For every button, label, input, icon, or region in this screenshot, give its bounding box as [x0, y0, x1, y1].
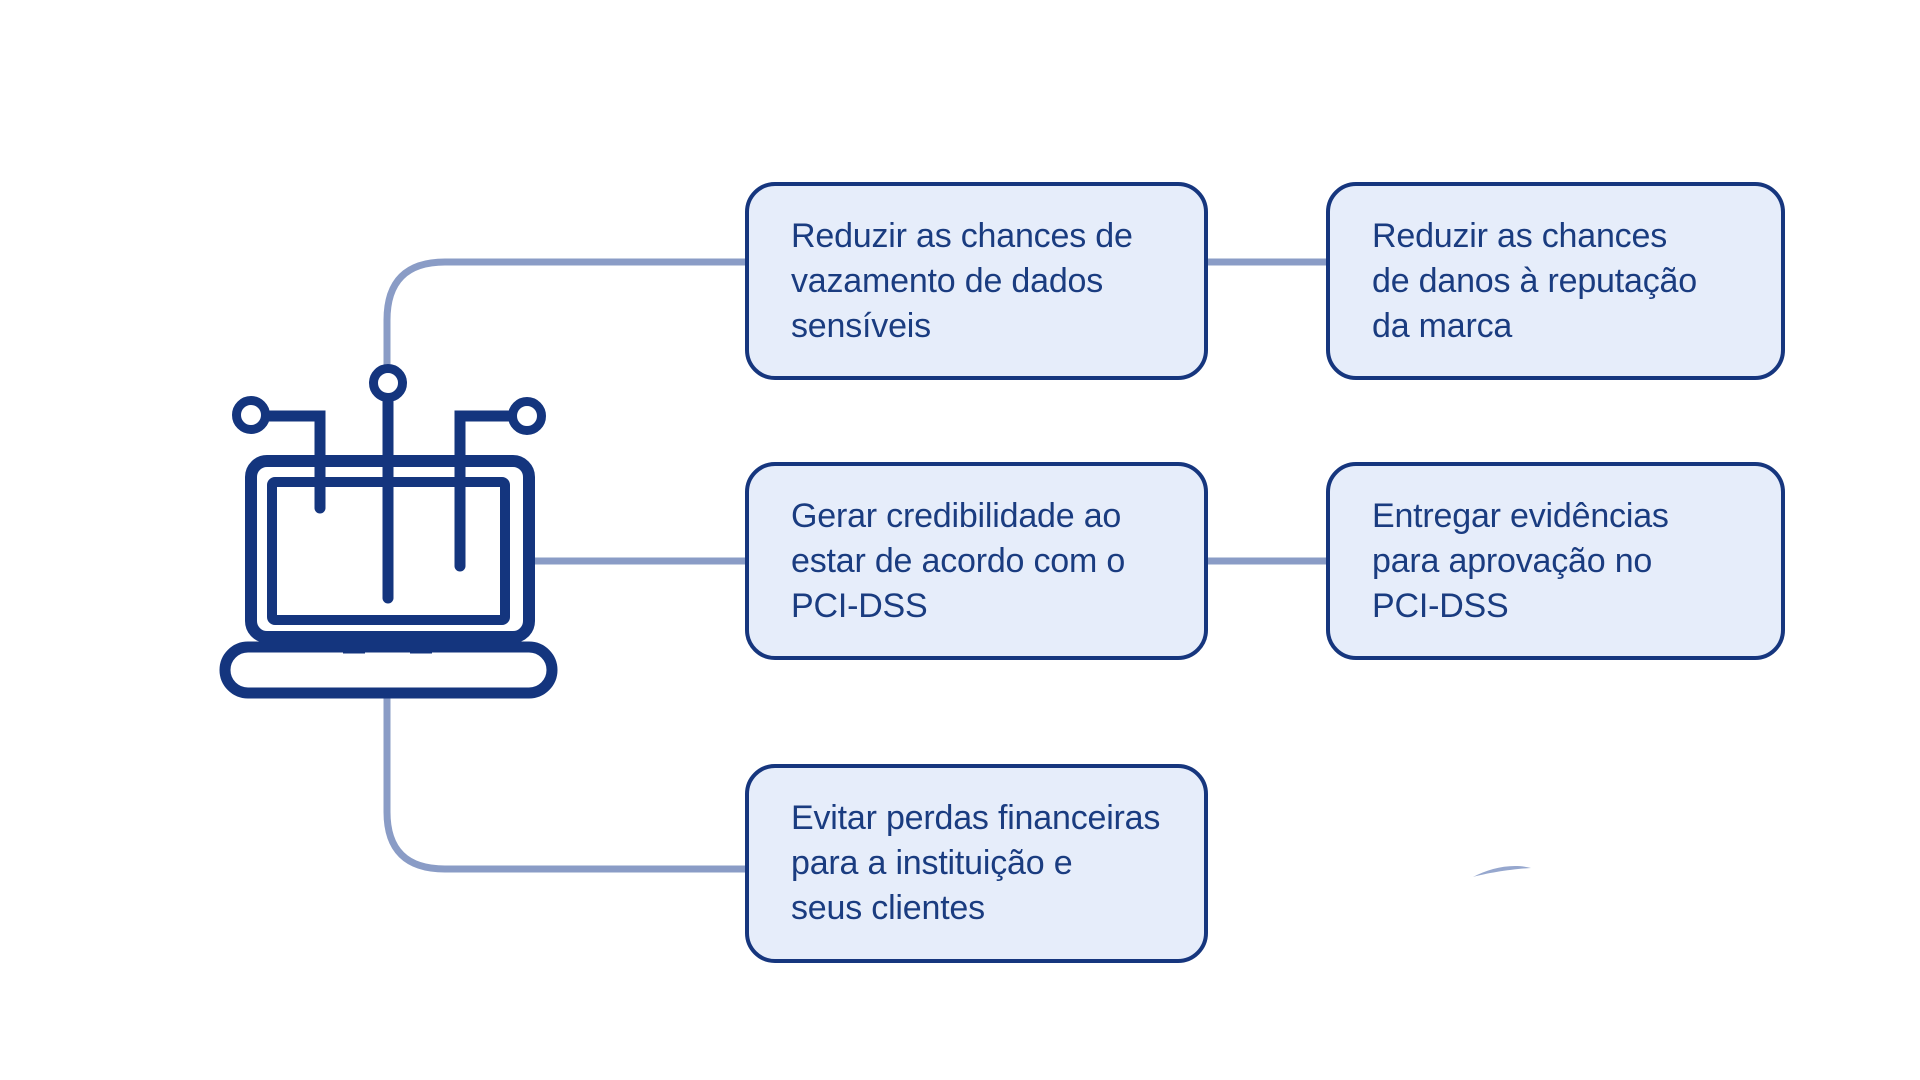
benefit-box-evitar-perdas: Evitar perdas financeiras para a institu… [745, 764, 1208, 963]
connector-laptop-to-box3 [383, 692, 747, 873]
benefit-box-entregar-evidencias: Entregar evidências para aprovação no PC… [1326, 462, 1785, 660]
connector-lines [383, 258, 1328, 873]
box-text-line: vazamento de dados [791, 261, 1104, 300]
box-text-line: seus clientes [791, 889, 985, 927]
box-text-line: PCI-DSS [1372, 586, 1509, 625]
laptop-base [219, 641, 558, 699]
circuit-branch-right [454, 410, 518, 572]
box-text-line: da marca [1372, 306, 1513, 345]
circuit-node-center [369, 364, 407, 402]
benefit-box-reduzir-danos-reputacao: Reduzir as chances de danos à reputação … [1326, 182, 1785, 380]
box-text-line: para a instituição e [791, 844, 1073, 882]
box-text-line: Reduzir as chances de [791, 216, 1133, 255]
circuit-node-right [508, 397, 546, 435]
circuit-branch-left [260, 410, 326, 514]
laptop-network-icon [219, 364, 558, 699]
circuit-node-left [232, 396, 270, 434]
box-text-line: Evitar perdas financeiras [791, 799, 1161, 837]
benefit-box-gerar-credibilidade: Gerar credibilidade ao estar de acordo c… [745, 462, 1208, 660]
box-text-line: Entregar evidências [1372, 496, 1669, 535]
box-text-line: sensíveis [791, 306, 931, 345]
box-text-line: de danos à reputação [1372, 261, 1697, 300]
connector-laptop-to-box1 [383, 258, 747, 382]
box-text-line: Reduzir as chances [1372, 216, 1667, 255]
box-text-line: para aprovação no [1372, 541, 1653, 580]
benefit-box-reduzir-vazamento: Reduzir as chances de vazamento de dados… [745, 182, 1208, 380]
box-text-line: PCI-DSS [791, 586, 928, 625]
stray-swoosh-artifact [1473, 866, 1531, 877]
box-text-line: estar de acordo com o [791, 541, 1126, 580]
box-text-line: Gerar credibilidade ao [791, 496, 1122, 535]
